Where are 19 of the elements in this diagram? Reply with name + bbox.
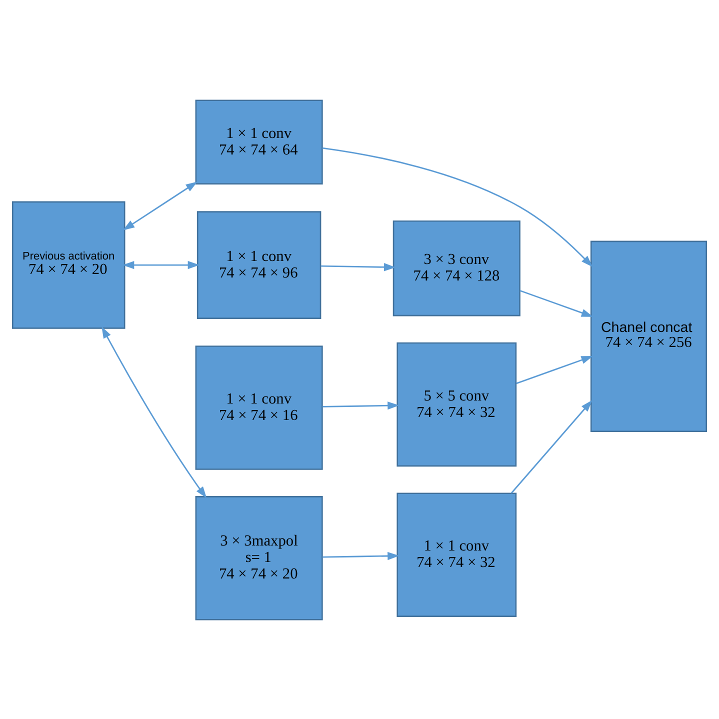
arrow	[320, 262, 396, 271]
arrow	[322, 146, 593, 267]
node-box: 1 × 1 conv 74 × 74 × 64	[195, 99, 323, 184]
node-box: 3 × 3 conv 74 × 74 × 128	[392, 220, 520, 316]
arrow	[322, 551, 400, 560]
node-box: 1 × 1 conv 74 × 74 × 32	[396, 492, 517, 616]
node-box: Previous activation 74 × 74 × 20	[12, 200, 126, 328]
arrow	[122, 181, 198, 230]
node-box: 5 × 5 conv 74 × 74 × 32	[396, 342, 517, 466]
arrow	[516, 356, 593, 384]
node-box: 1 × 1 conv 74 × 74 × 16	[195, 345, 323, 470]
arrow	[520, 289, 594, 316]
node-box: Chanel concat 74 × 74 × 256	[590, 240, 708, 432]
node-box: 3 × 3maxpol s= 1 74 × 74 × 20	[195, 496, 323, 620]
arrow	[510, 400, 592, 494]
arrow	[122, 260, 200, 269]
node-box: 1 × 1 conv 74 × 74 × 96	[196, 210, 322, 318]
arrow	[102, 326, 207, 498]
arrow	[322, 401, 400, 410]
